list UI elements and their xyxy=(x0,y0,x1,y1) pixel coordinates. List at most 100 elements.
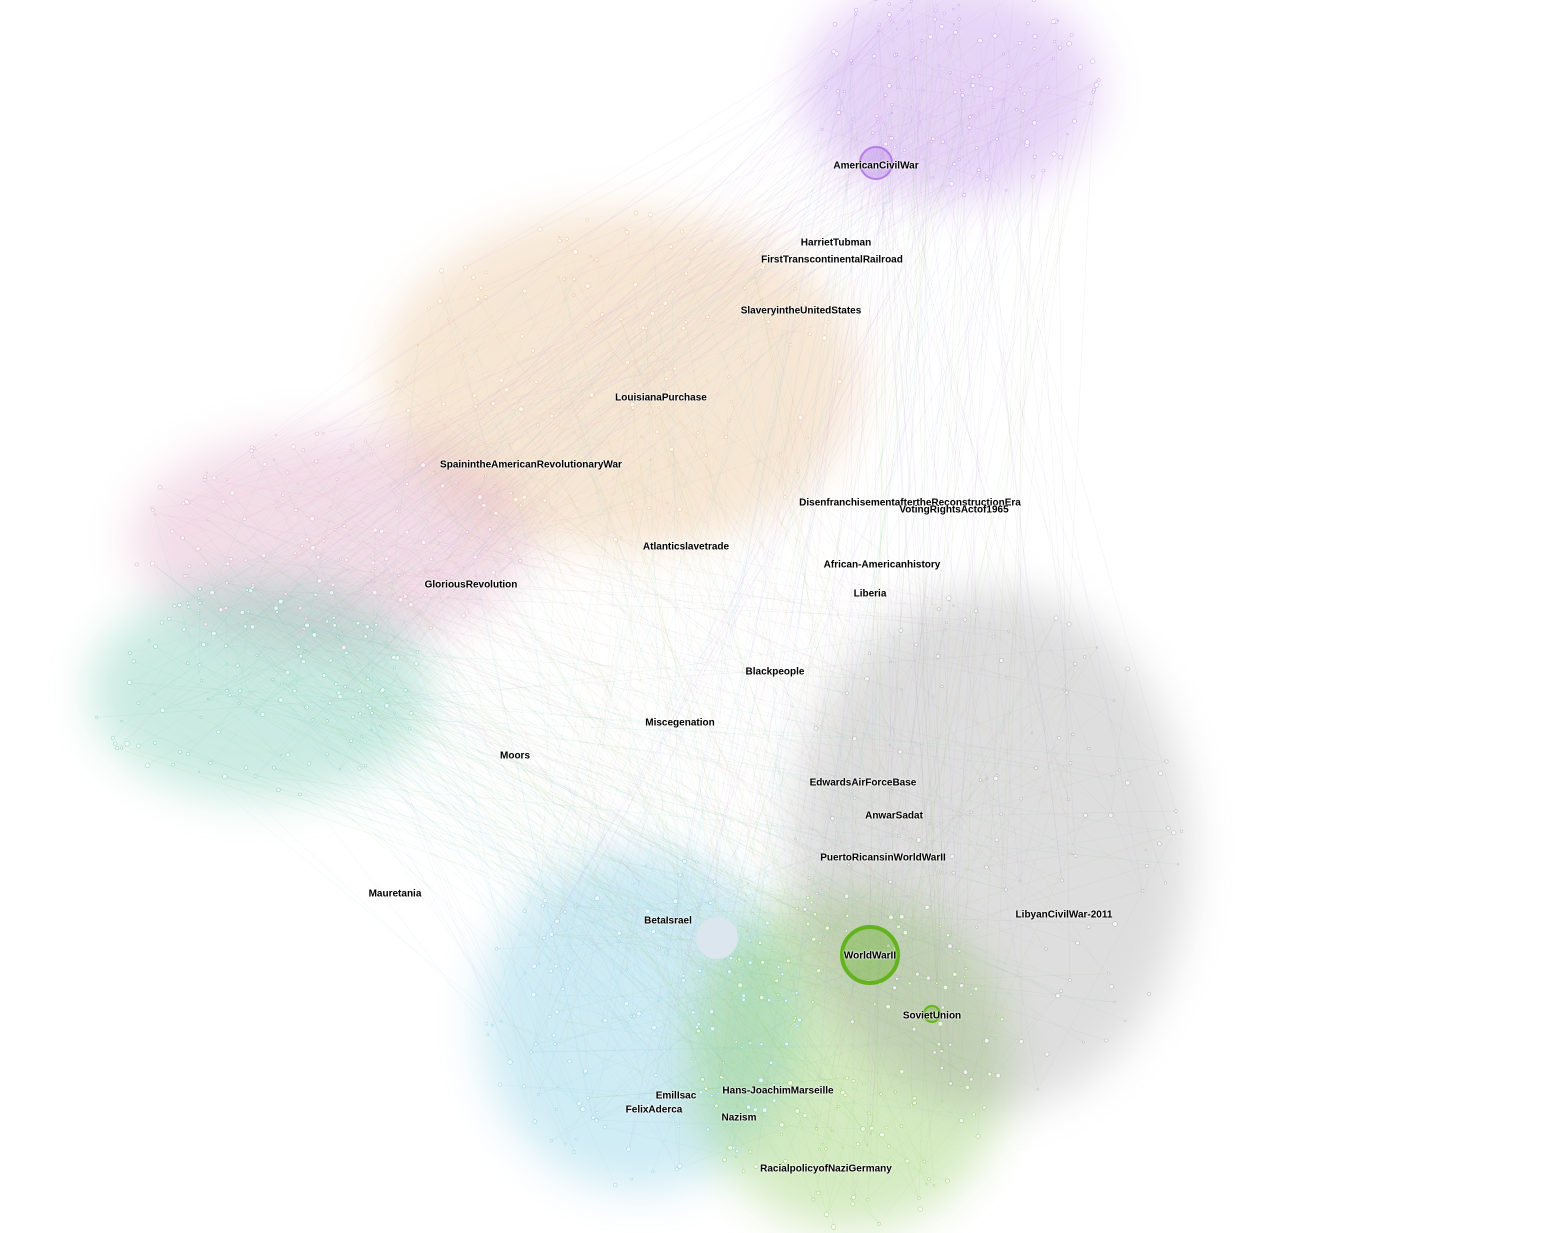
graph-edge xyxy=(117,748,875,1005)
label-black-people[interactable]: Blackpeople xyxy=(745,666,805,678)
label-felix-aderca[interactable]: FelixAderca xyxy=(625,1104,683,1116)
graph-edge xyxy=(746,19,960,932)
graph-edge xyxy=(551,934,1115,1003)
label-first-transcontinental-railroad[interactable]: FirstTranscontinentalRailroad xyxy=(761,254,903,266)
graph-node xyxy=(585,283,591,289)
label-soviet-union[interactable]: SovietUnion xyxy=(902,1010,962,1022)
label-anwar-sadat[interactable]: AnwarSadat xyxy=(865,810,923,822)
label-disenfranchisement[interactable]: DisenfranchisementaftertheReconstruction… xyxy=(799,497,1021,509)
graph-node xyxy=(888,879,893,884)
graph-node xyxy=(648,212,653,218)
graph-node xyxy=(338,456,341,460)
graph-edge xyxy=(510,21,909,494)
label-mauretania[interactable]: Mauretania xyxy=(368,888,422,900)
graph-edge xyxy=(304,651,751,963)
graph-edge xyxy=(848,89,1095,865)
label-atlantic-slave-trade[interactable]: Atlanticslavetrade xyxy=(642,541,730,553)
graph-edge xyxy=(151,507,972,1080)
graph-edge xyxy=(273,459,332,593)
graph-edge xyxy=(247,589,965,620)
graph-node xyxy=(994,1037,997,1040)
graph-node xyxy=(899,914,905,920)
label-world-war-ii[interactable]: WorldWarII xyxy=(843,950,897,962)
graph-edge xyxy=(777,994,865,1084)
graph-edge xyxy=(287,500,545,755)
label-edwards-afb[interactable]: EdwardsAirForceBase xyxy=(809,777,917,789)
graph-node xyxy=(557,235,561,239)
label-glorious-revolution[interactable]: GloriousRevolution xyxy=(424,579,518,591)
graph-edge xyxy=(530,0,877,1053)
label-emil-isac[interactable]: EmilIsac xyxy=(655,1090,697,1102)
graph-node xyxy=(672,366,677,371)
graph-node xyxy=(522,288,528,294)
label-american-civil-war[interactable]: AmericanCivilWar xyxy=(833,160,919,172)
graph-node xyxy=(290,682,294,685)
graph-node xyxy=(978,778,983,782)
graph-node xyxy=(493,485,497,488)
label-louisiana-purchase[interactable]: LouisianaPurchase xyxy=(615,392,707,404)
graph-edge xyxy=(161,622,649,1106)
label-slavery-us[interactable]: SlaveryintheUnitedStates xyxy=(740,305,862,317)
graph-node xyxy=(860,1126,866,1132)
label-nazism[interactable]: Nazism xyxy=(721,1112,757,1124)
graph-node xyxy=(1058,155,1063,160)
label-spain-arw[interactable]: SpainintheAmericanRevolutionaryWar xyxy=(440,459,622,471)
graph-edge xyxy=(911,1,960,951)
graph-node xyxy=(1112,699,1116,702)
graph-node xyxy=(932,1050,937,1055)
graph-node xyxy=(861,1006,864,1010)
world-war-ii-node[interactable] xyxy=(840,925,900,985)
graph-edge xyxy=(273,104,893,768)
graph-node xyxy=(907,19,910,23)
label-moors[interactable]: Moors xyxy=(500,750,530,762)
graph-edge xyxy=(129,412,652,683)
graph-edge xyxy=(455,563,712,1012)
graph-edge xyxy=(564,278,848,694)
label-voting-rights-act[interactable]: VotingRightsActof1965 xyxy=(899,504,1009,516)
graph-node xyxy=(851,62,854,65)
graph-node xyxy=(753,1163,759,1169)
graph-edge xyxy=(566,1021,968,1088)
graph-node xyxy=(841,1146,845,1150)
graph-node xyxy=(1024,139,1030,145)
label-libyan-civil-war[interactable]: LibyanCivilWar-2011 xyxy=(1015,909,1113,921)
beta-israel-hub-node[interactable] xyxy=(696,917,738,959)
label-african-american-history[interactable]: African-Americanhistory xyxy=(823,559,941,571)
graph-edge xyxy=(910,823,930,942)
graph-node xyxy=(741,997,746,1002)
graph-node xyxy=(666,501,669,505)
graph-node xyxy=(239,609,245,615)
graph-edge xyxy=(112,361,747,739)
graph-edge xyxy=(312,547,1084,1043)
soviet-union-node[interactable] xyxy=(923,1005,941,1023)
graph-edge xyxy=(744,129,823,289)
american-civil-war-node[interactable] xyxy=(859,146,893,180)
graph-node xyxy=(564,236,569,241)
label-harriet-tubman[interactable]: HarrietTubman xyxy=(800,237,872,249)
graph-edge xyxy=(312,143,886,721)
graph-node xyxy=(679,396,685,402)
label-miscegenation[interactable]: Miscegenation xyxy=(645,717,715,729)
label-hans-joachim-marseille[interactable]: Hans-JoachimMarseille xyxy=(722,1085,834,1097)
graph-edge xyxy=(520,505,566,912)
graph-edge xyxy=(562,784,904,990)
graph-edge xyxy=(590,256,1022,1042)
graph-node xyxy=(572,293,576,297)
graph-edge xyxy=(520,232,628,561)
graph-edge xyxy=(1110,668,1128,816)
graph-edge xyxy=(225,645,867,679)
graph-edge xyxy=(438,54,897,570)
graph-edge xyxy=(464,503,632,569)
label-beta-israel[interactable]: BetaIsrael xyxy=(644,915,692,927)
graph-edge xyxy=(666,653,870,954)
label-liberia[interactable]: Liberia xyxy=(853,588,887,600)
graph-edge xyxy=(253,448,716,882)
graph-node xyxy=(951,870,956,875)
label-racial-policy[interactable]: RacialpolicyofNaziGermany xyxy=(760,1163,892,1175)
graph-edge xyxy=(374,592,563,990)
graph-node xyxy=(602,1017,608,1023)
graph-node xyxy=(565,966,570,971)
graph-edge xyxy=(761,647,1098,1045)
label-puerto-ricans-wwii[interactable]: PuertoRicansinWorldWarII xyxy=(820,852,946,864)
graph-node xyxy=(462,567,466,570)
